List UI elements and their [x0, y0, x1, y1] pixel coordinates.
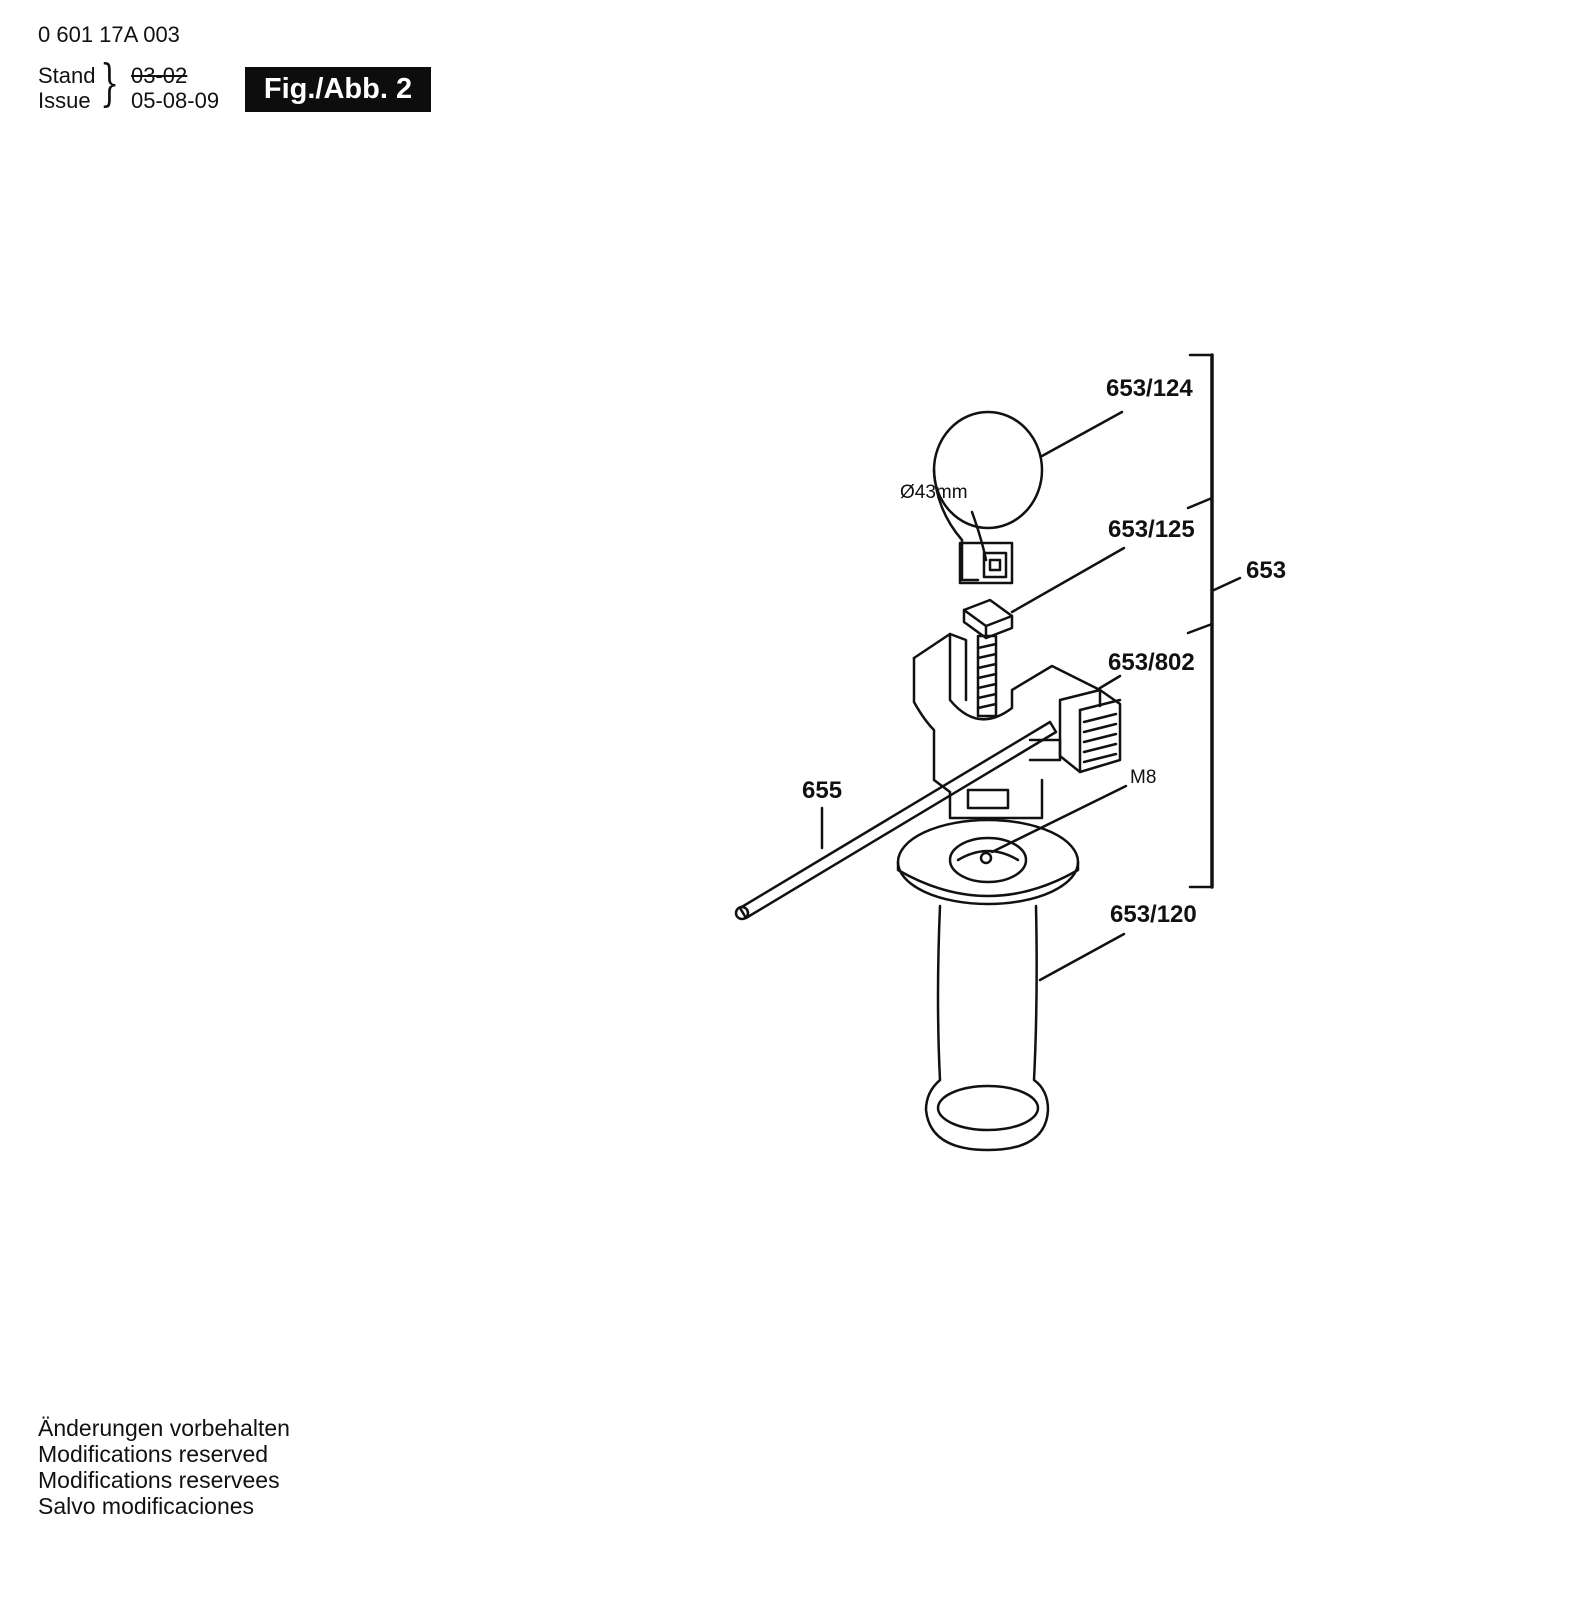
- assembly-bracket: [1186, 353, 1242, 889]
- old-date: 03-02: [131, 63, 188, 88]
- disclaimer-line: Modifications reservees: [38, 1467, 280, 1493]
- label-diameter: Ø43mm: [900, 482, 968, 503]
- label-653-802: 653/802: [1108, 649, 1195, 676]
- clamp-band: [932, 410, 1124, 585]
- label-653: 653: [1246, 557, 1286, 584]
- document-number: 0 601 17A 003: [38, 22, 180, 47]
- clamp-body: [912, 632, 1122, 820]
- label-m8: M8: [1130, 767, 1156, 788]
- disclaimer-line: Änderungen vorbehalten: [38, 1415, 290, 1441]
- handle: [896, 784, 1128, 1152]
- stand-label: Stand: [38, 63, 96, 88]
- label-653-124: 653/124: [1106, 375, 1193, 402]
- disclaimer-line: Modifications reserved: [38, 1441, 269, 1467]
- depth-rod: [734, 720, 1058, 921]
- figure-label: Fig./Abb. 2: [245, 67, 431, 112]
- bolt: [962, 546, 1126, 718]
- issue-date: 05-08-09: [131, 88, 220, 113]
- brace-glyph: }: [100, 54, 120, 112]
- label-653-125: 653/125: [1108, 516, 1195, 543]
- label-655: 655: [802, 777, 842, 804]
- disclaimer-line: Salvo modificaciones: [38, 1493, 255, 1519]
- issue-label: Issue: [38, 88, 91, 113]
- label-653-120: 653/120: [1110, 901, 1197, 928]
